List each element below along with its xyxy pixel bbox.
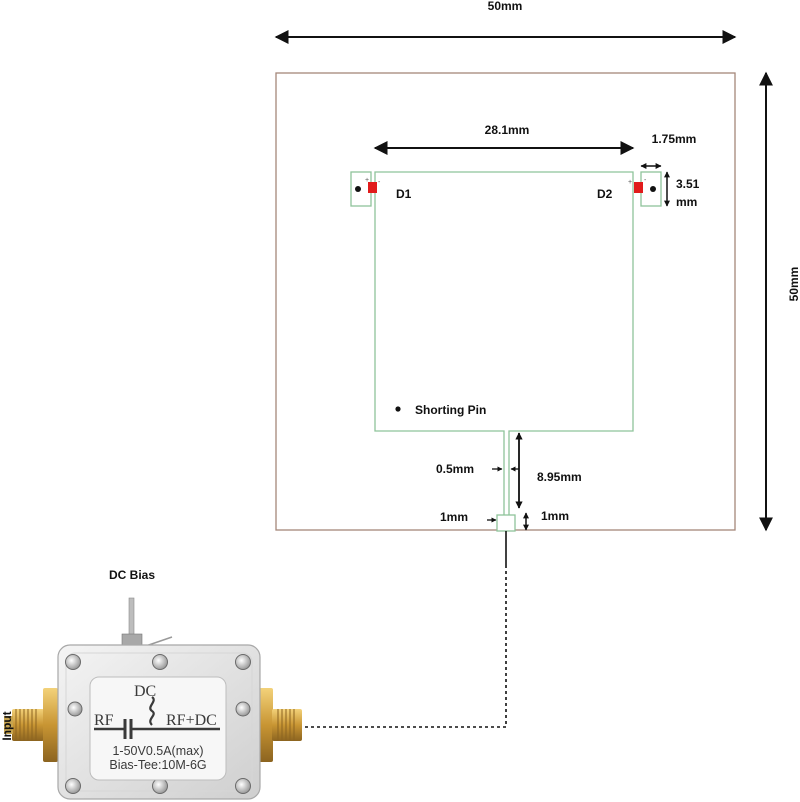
diode-pad-height-label-2: mm (676, 195, 697, 209)
input-connector-tip (4, 716, 13, 734)
diode-d2-plus-sign: + (628, 179, 632, 186)
cable-dotted-line (303, 565, 507, 728)
diode-d1 (368, 182, 377, 193)
input-connector-threads (15, 709, 37, 741)
screw-icon (235, 778, 251, 794)
patch-outline (374, 171, 634, 519)
bias-tee-rf-dc-label: RF+DC (166, 712, 217, 729)
shorting-pin-dot (395, 406, 401, 412)
diode-d1-minus-sign: - (378, 179, 381, 186)
via-dot-right (650, 186, 656, 192)
dc-bias-pin (128, 597, 135, 639)
bias-tee-rating: 1-50V0.5A(max) (112, 744, 203, 758)
output-connector-body (272, 709, 302, 741)
bias-tee-rf-label: RF (94, 712, 114, 729)
shorting-pin-label: Shorting Pin (415, 403, 486, 417)
feed-pad-width-label: 1mm (440, 510, 468, 524)
input-connector-flange (43, 688, 58, 762)
feed-width-label: 0.5mm (436, 462, 474, 476)
screw-icon (67, 701, 83, 717)
dc-bias-label: DC Bias (109, 568, 155, 582)
diode-pad-width-label: 1.75mm (652, 132, 697, 146)
screw-icon (235, 701, 251, 717)
bias-tee-module: DC RF RF+DC 1-50V0.5A(max) Bias-Tee:10M-… (4, 597, 302, 800)
diode-d1-plus-sign: + (365, 177, 369, 184)
diode-d2 (634, 182, 643, 193)
output-connector-threads (277, 709, 295, 741)
screw-icon (65, 654, 81, 670)
board-height-label: 50mm (787, 267, 800, 302)
bias-tee-dc-label: DC (134, 683, 156, 700)
output-connector-flange (258, 688, 273, 762)
screw-icon (235, 654, 251, 670)
patch-width-label: 28.1mm (485, 123, 530, 137)
screw-icon (152, 778, 168, 794)
diode-pad-height-label-1: 3.51 (676, 177, 700, 191)
feed-pad (496, 514, 516, 532)
feed-pad-height-label: 1mm (541, 509, 569, 523)
screw-icon (65, 778, 81, 794)
inductor-symbol (149, 696, 155, 726)
board-width-label: 50mm (488, 0, 523, 13)
input-label: Input (0, 711, 14, 740)
screw-icon (152, 654, 168, 670)
diode-d2-minus-sign: - (644, 177, 647, 184)
via-dot-left (355, 186, 361, 192)
bias-tee-model: Bias-Tee:10M-6G (109, 758, 206, 772)
feed-length-label: 8.95mm (537, 470, 582, 484)
diode-right-label: D2 (597, 187, 613, 201)
diode-left-label: D1 (396, 187, 412, 201)
